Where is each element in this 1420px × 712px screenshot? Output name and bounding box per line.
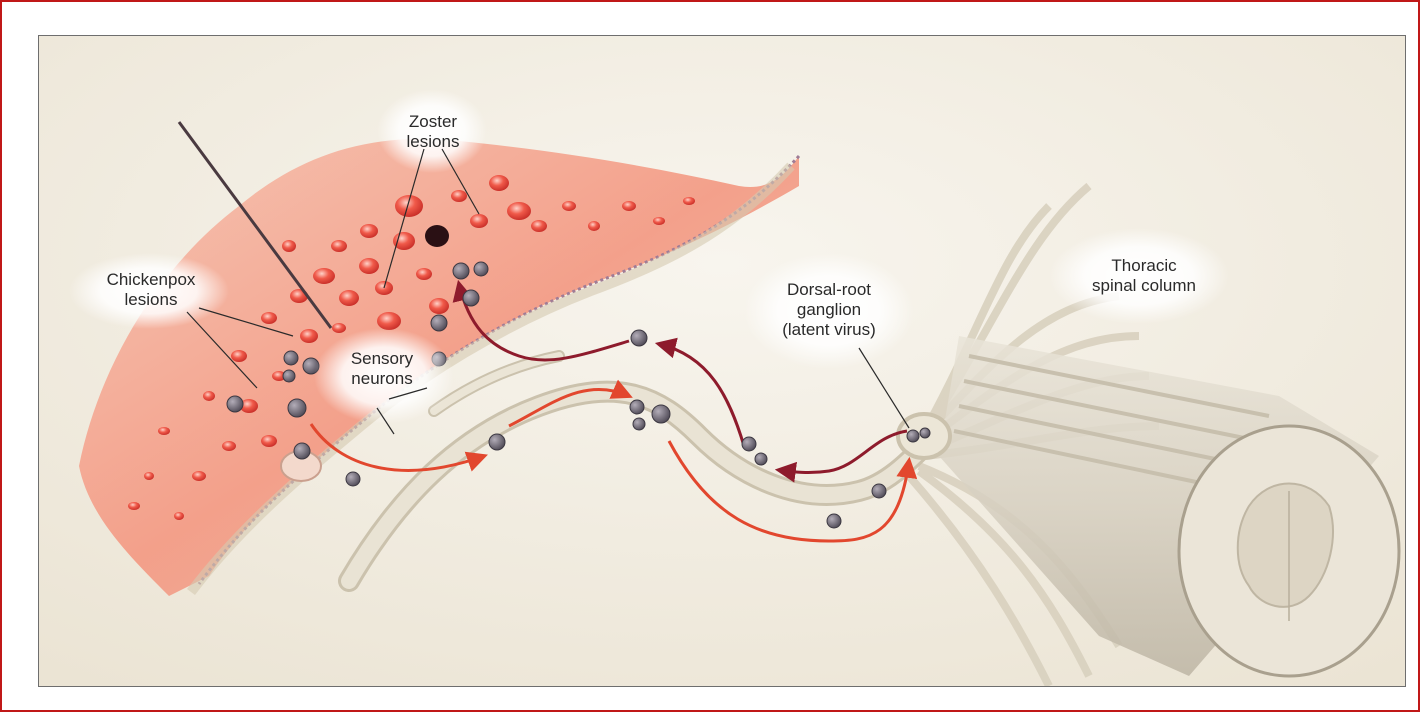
zoster-label-line-2: lesions	[391, 132, 475, 152]
zoster-label-line-1: Zoster	[391, 112, 475, 132]
chickenpox-label-line-1: Chickenpox	[91, 270, 211, 290]
thoracic-spinal-column-label: Thoracic spinal column	[1079, 256, 1209, 296]
ganglion-label-line-1: Dorsal-root	[759, 280, 899, 300]
chickenpox-label-line-2: lesions	[91, 290, 211, 310]
spine-label-line-2: spinal column	[1079, 276, 1209, 296]
zoster-lesions-label: Zoster lesions	[391, 112, 475, 152]
zoster-pathogenesis-illustration	[39, 36, 1405, 686]
crusted-lesion	[425, 225, 449, 247]
sensory-label-line-2: neurons	[334, 369, 430, 389]
illustration-panel: Zoster lesions Chickenpox lesions Sensor…	[38, 35, 1406, 687]
ganglion-label-line-2: ganglion	[759, 300, 899, 320]
sensory-neurons-label: Sensory neurons	[334, 349, 430, 389]
chickenpox-lesions-label: Chickenpox lesions	[91, 270, 211, 310]
dorsal-root-ganglion-label: Dorsal-root ganglion (latent virus)	[759, 280, 899, 340]
sensory-label-line-1: Sensory	[334, 349, 430, 369]
spine-label-line-1: Thoracic	[1079, 256, 1209, 276]
ganglion-label-line-3: (latent virus)	[759, 320, 899, 340]
